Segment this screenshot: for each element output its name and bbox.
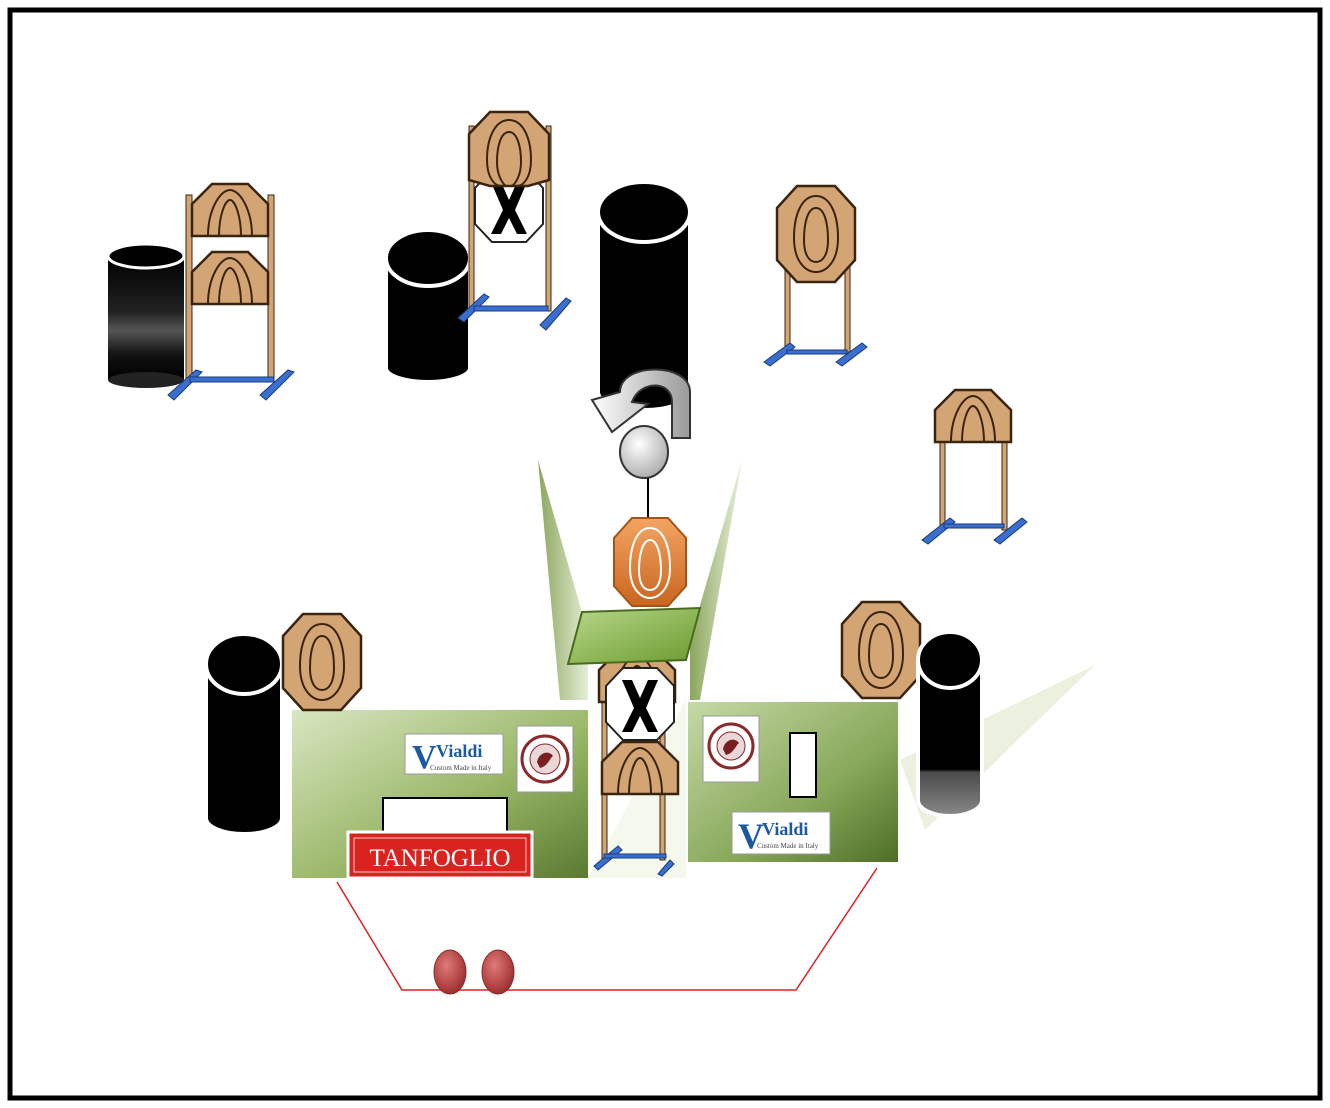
barrel — [384, 228, 472, 384]
target-stand — [763, 239, 868, 367]
svg-text:V: V — [738, 816, 764, 856]
paper-target — [600, 740, 680, 796]
paper-target — [467, 110, 551, 188]
fault-line — [336, 867, 878, 991]
target-stand — [457, 125, 572, 331]
barrel — [204, 632, 284, 836]
sponsor-vialdi-right: V Vialdi Custom Made in Italy — [731, 811, 831, 856]
sponsor-tagline-text: Custom Made in Italy — [430, 764, 492, 772]
blank-sign — [382, 797, 508, 835]
paper-target — [933, 388, 1013, 444]
sponsor-tanfoglio: TANFOGLIO — [346, 830, 534, 880]
sponsor-brand-text: Vialdi — [762, 819, 808, 839]
sponsor-brand-text: TANFOGLIO — [369, 845, 510, 872]
paper-target — [190, 182, 270, 238]
barrel — [916, 630, 984, 818]
svg-text:V: V — [412, 739, 437, 776]
activator-plate — [566, 606, 702, 666]
swinger-pivot — [619, 425, 669, 518]
club-seal-icon — [516, 725, 574, 793]
diagram-frame — [7, 7, 1323, 1101]
sponsor-tagline-text: Custom Made in Italy — [757, 842, 819, 850]
paper-target — [281, 612, 363, 712]
paper-target — [840, 600, 922, 700]
no-shoot-target — [605, 667, 675, 741]
activator-target — [613, 517, 687, 607]
paper-target — [190, 250, 270, 306]
sponsor-brand-text: Vialdi — [436, 741, 482, 761]
club-seal-icon — [702, 715, 760, 783]
rotation-arrow-icon — [590, 368, 691, 439]
start-position-icon — [433, 949, 515, 995]
blank-sign — [789, 732, 817, 798]
sponsor-vialdi-left: V Vialdi Custom Made in Italy — [404, 733, 504, 776]
paper-target — [775, 184, 857, 284]
target-stand — [921, 429, 1028, 545]
barrel — [106, 242, 186, 388]
